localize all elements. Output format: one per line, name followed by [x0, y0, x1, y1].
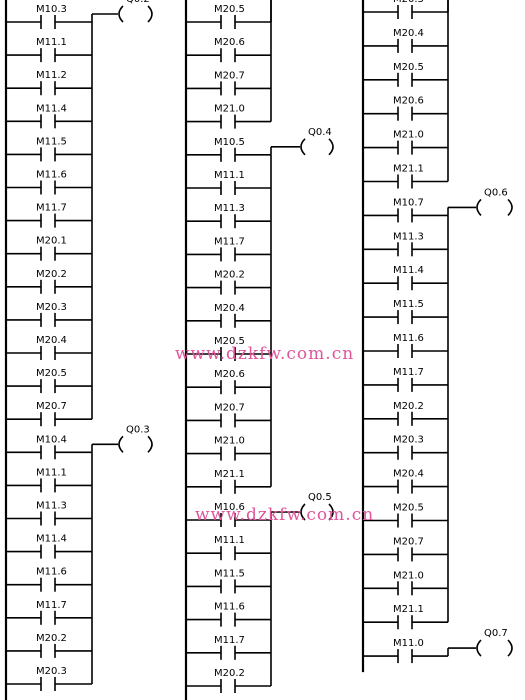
coil-left-arc [300, 503, 306, 521]
contact-label: M20.6 [214, 37, 245, 48]
contact-label: M11.3 [214, 203, 245, 214]
contact-label: M20.2 [214, 270, 245, 281]
contact-label: M20.4 [393, 28, 424, 39]
contact-label: M20.2 [393, 401, 424, 412]
contact-label: M11.5 [393, 299, 424, 310]
contact-label: M11.5 [36, 136, 67, 147]
coil-left-arc [476, 198, 482, 216]
contact-label: M20.4 [36, 335, 67, 346]
contact-label: M11.7 [36, 600, 67, 611]
coil-right-arc [328, 503, 334, 521]
coil-left-arc [118, 5, 124, 23]
coil-left-arc [300, 138, 306, 156]
contact-label: M20.2 [214, 668, 245, 679]
contact-label: M20.6 [214, 369, 245, 380]
watermark-text: www.dzkfw.com.cn [175, 344, 354, 364]
contact-label: M20.3 [393, 435, 424, 446]
contact-label: M20.5 [214, 4, 245, 15]
coil-right-arc [507, 198, 513, 216]
contact-label: M20.3 [393, 0, 424, 5]
contact-label: M11.4 [393, 265, 424, 276]
contact-label: M10.4 [36, 434, 67, 445]
contact-label: M21.1 [393, 164, 424, 175]
contact-label: M11.0 [393, 638, 424, 649]
contact-label: M11.5 [214, 568, 245, 579]
contact-label: M20.6 [393, 96, 424, 107]
contact-label: M10.3 [36, 4, 67, 15]
contact-label: M20.5 [214, 336, 245, 347]
contact-label: M20.3 [36, 666, 67, 677]
watermark-text: www.dzkfw.com.cn [195, 505, 374, 525]
coil-label: Q0.6 [484, 187, 508, 198]
contact-label: M11.3 [36, 501, 67, 512]
contact-label: M20.7 [36, 401, 67, 412]
contact-label: M11.1 [36, 37, 67, 48]
contact-label: M11.2 [36, 70, 67, 81]
contact-label: M20.1 [36, 236, 67, 247]
contact-label: M11.3 [393, 231, 424, 242]
contact-label: M20.7 [393, 536, 424, 547]
contact-label: M21.0 [393, 130, 424, 141]
contact-label: M11.6 [214, 602, 245, 613]
contact-label: M10.6 [214, 502, 245, 513]
contact-label: M11.1 [214, 170, 245, 181]
contact-label: M10.7 [393, 197, 424, 208]
contact-label: M10.5 [214, 137, 245, 148]
contact-label: M20.7 [214, 402, 245, 413]
contact-label: M21.0 [214, 104, 245, 115]
contact-label: M11.6 [36, 567, 67, 578]
contact-label: M20.5 [393, 503, 424, 514]
contact-label: M11.4 [36, 534, 67, 545]
contact-label: M11.6 [393, 333, 424, 344]
contact-label: M11.7 [36, 203, 67, 214]
contact-label: M11.1 [36, 467, 67, 478]
contact-label: M21.1 [393, 604, 424, 615]
coil-label: Q0.5 [308, 492, 332, 503]
contact-label: M11.7 [393, 367, 424, 378]
contact-label: M11.7 [214, 635, 245, 646]
contact-label: M21.1 [214, 469, 245, 480]
contact-label: M20.2 [36, 633, 67, 644]
coil-left-arc [476, 639, 482, 657]
contact-label: M11.4 [36, 103, 67, 114]
contact-label: M20.4 [393, 469, 424, 480]
contact-label: M11.7 [214, 236, 245, 247]
contact-label: M20.4 [214, 303, 245, 314]
contact-label: M11.1 [214, 535, 245, 546]
coil-right-arc [328, 138, 334, 156]
contact-label: M20.2 [36, 269, 67, 280]
coil-label: Q0.4 [308, 127, 332, 138]
contact-label: M21.0 [393, 570, 424, 581]
contact-label: M20.5 [36, 368, 67, 379]
coil-label: Q0.7 [484, 628, 508, 639]
contact-label: M20.7 [214, 70, 245, 81]
coil-right-arc [147, 435, 153, 453]
coil-right-arc [147, 5, 153, 23]
contact-label: M21.0 [214, 436, 245, 447]
coil-right-arc [507, 639, 513, 657]
contact-label: M11.6 [36, 170, 67, 181]
coil-left-arc [118, 435, 124, 453]
coil-label: Q0.3 [126, 424, 150, 435]
contact-label: M20.3 [36, 302, 67, 313]
coil-label: Q0.2 [126, 0, 150, 5]
contact-label: M20.5 [393, 62, 424, 73]
